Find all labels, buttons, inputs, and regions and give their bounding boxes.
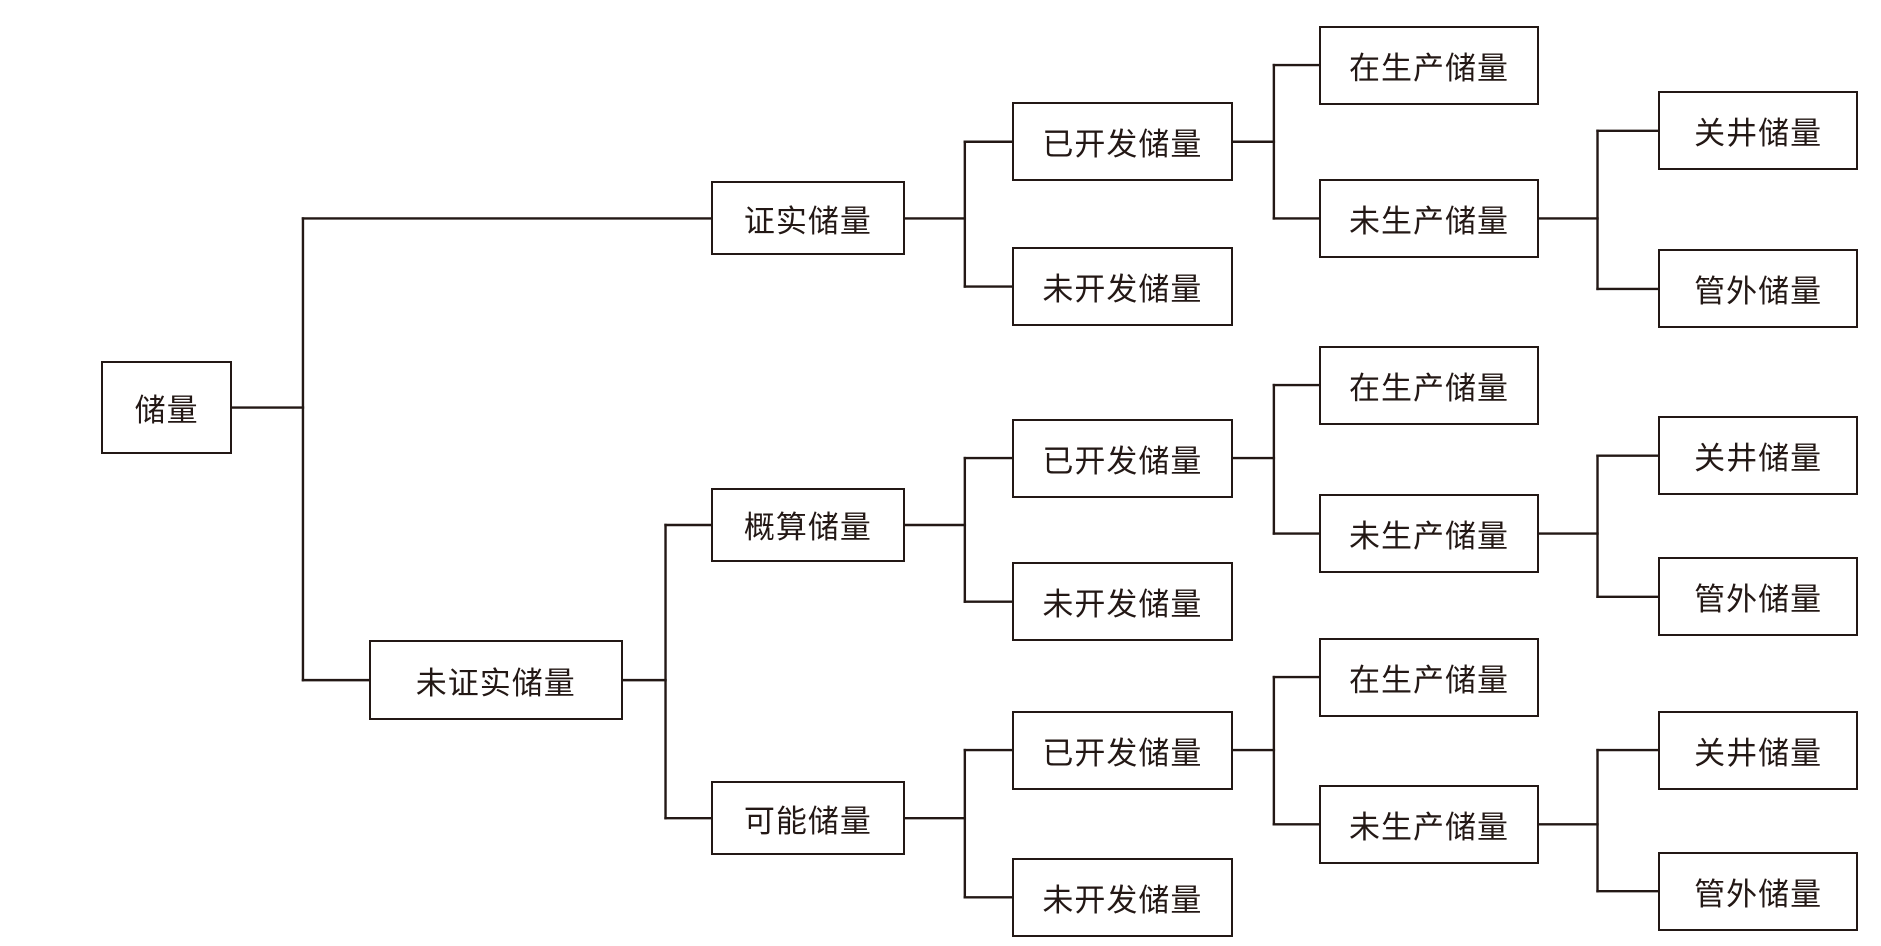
node-possible-behindpipe: 管外储量 bbox=[1658, 851, 1858, 931]
node-proved-developed: 已开发储量 bbox=[1012, 102, 1233, 182]
node-proved-undeveloped: 未开发储量 bbox=[1012, 246, 1233, 327]
node-probable-nonproducing: 未生产储量 bbox=[1318, 493, 1540, 574]
node-probable-shutin: 关井储量 bbox=[1658, 416, 1858, 496]
node-proved-producing: 在生产储量 bbox=[1318, 25, 1540, 105]
node-probable-developed: 已开发储量 bbox=[1012, 418, 1233, 498]
node-possible-undeveloped: 未开发储量 bbox=[1012, 857, 1233, 937]
node-probable-producing: 在生产储量 bbox=[1318, 345, 1540, 425]
node-possible-nonproducing: 未生产储量 bbox=[1318, 784, 1540, 864]
node-unproved: 未证实储量 bbox=[368, 639, 623, 721]
node-probable: 概算储量 bbox=[710, 487, 906, 563]
node-probable-behindpipe: 管外储量 bbox=[1658, 557, 1858, 637]
node-possible-producing: 在生产储量 bbox=[1318, 637, 1540, 717]
node-root: 储量 bbox=[100, 361, 233, 454]
node-proved-shutin: 关井储量 bbox=[1658, 91, 1858, 171]
node-probable-undeveloped: 未开发储量 bbox=[1012, 562, 1233, 642]
node-possible-shutin: 关井储量 bbox=[1658, 710, 1858, 790]
node-possible-developed: 已开发储量 bbox=[1012, 710, 1233, 790]
node-possible: 可能储量 bbox=[710, 781, 906, 856]
node-proved-behindpipe: 管外储量 bbox=[1658, 249, 1858, 329]
node-proved: 证实储量 bbox=[710, 181, 906, 256]
node-proved-nonproducing: 未生产储量 bbox=[1318, 178, 1540, 258]
